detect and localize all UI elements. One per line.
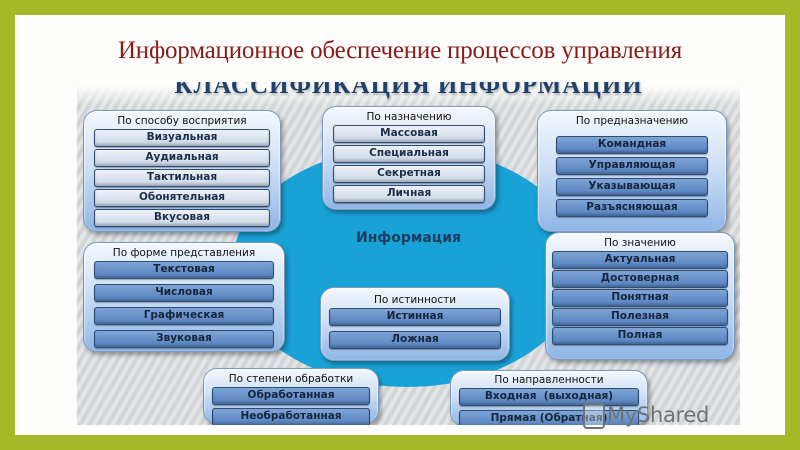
item: Указывающая (556, 178, 708, 196)
item: Массовая (333, 125, 485, 143)
group-title: По степени обработки (228, 373, 354, 385)
group-title: По форме представления (112, 247, 256, 259)
center-label: Информация (356, 230, 461, 246)
slide-title: Информационное обеспечение процессов упр… (117, 37, 683, 64)
item: Звуковая (94, 330, 274, 348)
item: Истинная (329, 308, 501, 326)
item: Ложная (329, 331, 501, 349)
item: Разъясняющая (556, 199, 708, 217)
item: Секретная (333, 165, 485, 183)
group-perception: По способу восприятия Визуальная Аудиаль… (83, 110, 281, 232)
item: Обработанная (212, 387, 370, 405)
classification-diagram: КЛАССИФИКАЦИЯ ИНФОРМАЦИИ Информация По с… (77, 82, 740, 425)
item: Личная (333, 185, 485, 203)
item: Понятная (552, 289, 728, 307)
group-title: По назначению (366, 111, 452, 123)
item: Достоверная (552, 270, 728, 288)
myshared-logo-icon (583, 403, 605, 429)
group-title: По направленности (494, 374, 604, 386)
group-direction: По направленности Входная (выходная) Пря… (450, 370, 648, 425)
watermark: MyShared (607, 403, 710, 427)
group-destination: По предназначению Командная Управляющая … (537, 110, 727, 232)
item: Командная (556, 136, 708, 154)
item: Полная (552, 327, 728, 345)
item: Тактильная (94, 169, 270, 187)
item: Визуальная (94, 129, 270, 147)
item: Полезная (552, 308, 728, 326)
item: Текстовая (94, 261, 274, 279)
item: Аудиальная (94, 149, 270, 167)
item: Графическая (94, 307, 274, 325)
slide: Информационное обеспечение процессов упр… (15, 15, 785, 435)
group-title: По предназначению (575, 115, 689, 127)
item: Управляющая (556, 157, 708, 175)
group-value: По значению Актуальная Достоверная Понят… (545, 232, 735, 360)
group-form: По форме представления Текстовая Числова… (83, 242, 285, 352)
diagram-heading: КЛАССИФИКАЦИЯ ИНФОРМАЦИИ (77, 82, 740, 106)
item: Необработанная (212, 408, 370, 425)
group-truth: По истинности Истинная Ложная (320, 287, 510, 361)
item: Вкусовая (94, 209, 270, 227)
item: Числовая (94, 284, 274, 302)
item: Прямая (Обратная) (459, 410, 639, 425)
item: Актуальная (552, 251, 728, 269)
group-purpose: По назначению Массовая Специальная Секре… (322, 106, 496, 210)
group-title: По истинности (373, 294, 457, 306)
item: Входная (выходная) (459, 388, 639, 406)
item: Обонятельная (94, 189, 270, 207)
group-processing: По степени обработки Обработанная Необра… (203, 368, 379, 425)
item: Специальная (333, 145, 485, 163)
group-title: По значению (604, 237, 676, 249)
group-title: По способу восприятия (117, 115, 247, 127)
